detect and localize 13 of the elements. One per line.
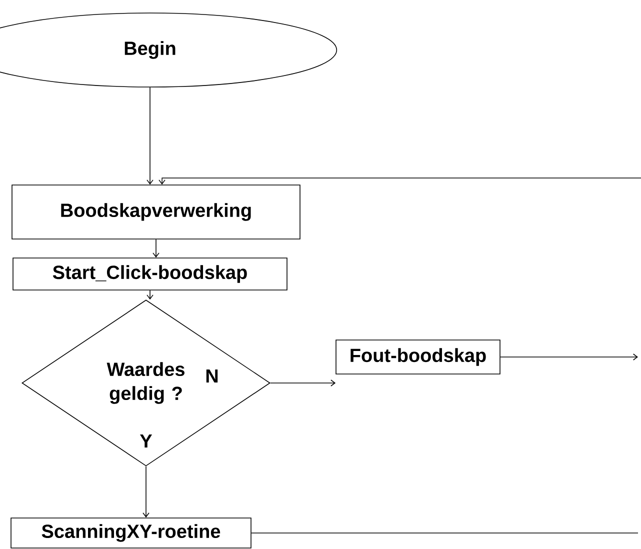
arrow (158, 178, 641, 185)
process-box: Start_Click-boodskap (12, 258, 288, 290)
arrow (500, 354, 638, 360)
process-box: ScanningXY-roetine (10, 518, 252, 548)
arrow (146, 87, 154, 185)
arrow (270, 380, 336, 386)
process-box: Boodskapverwerking (12, 184, 300, 240)
arrow (152, 239, 160, 258)
arrow (146, 290, 154, 300)
arrow (142, 466, 150, 518)
process-box: Fout-boodskap (336, 340, 500, 374)
edge-label: Y (138, 433, 154, 449)
edge-label: N (204, 368, 220, 384)
